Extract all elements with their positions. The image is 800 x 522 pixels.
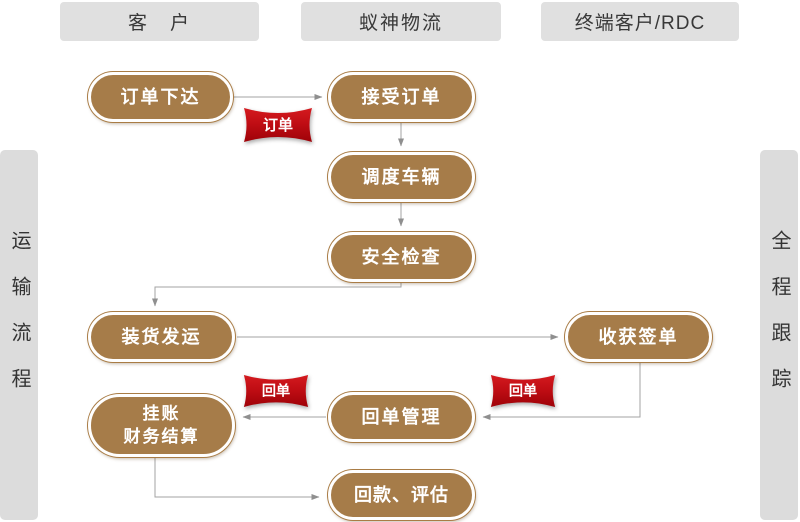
ribbon-shape: 回单 (243, 374, 309, 408)
node-label: 回单管理 (361, 406, 442, 427)
sidebar-label: 全程跟踪 (768, 230, 790, 414)
lane-header-label: 客 户 (127, 13, 191, 34)
sidebar-full-tracking: 全程跟踪 (760, 150, 798, 520)
lane-header-label: 终端客户/RDC (574, 13, 706, 34)
banner-order: 订单 (243, 107, 313, 143)
lane-header-label: 蚁神物流 (358, 13, 443, 34)
sidebar-label: 运输流程 (8, 230, 30, 414)
node-label: 回款、评估 (354, 484, 449, 505)
lane-header-end-customer-rdc: 终端客户/RDC (541, 2, 739, 41)
sidebar-transport-process: 运输流程 (0, 150, 38, 520)
node-label: 安全检查 (361, 246, 442, 267)
lane-header-customer: 客 户 (60, 2, 259, 41)
node-accept-order: 接受订单 (328, 72, 475, 122)
node-label-line2: 财务结算 (123, 426, 200, 446)
node-receipt-signing: 收获签单 (565, 312, 712, 362)
node-label: 收获签单 (598, 326, 679, 347)
node-label: 调度车辆 (361, 166, 442, 187)
ribbon-shape: 订单 (244, 108, 312, 142)
banner-receipt-left: 回单 (242, 374, 312, 410)
node-label: 订单下达 (120, 86, 201, 107)
banner-label: 回单 (262, 383, 290, 400)
banner-label: 订单 (263, 116, 293, 134)
node-receipt-management: 回单管理 (328, 392, 475, 442)
node-payment-evaluation: 回款、评估 (328, 470, 475, 520)
node-loading-shipping: 装货发运 (88, 312, 235, 362)
arrow-settle-to-payment (154, 457, 320, 500)
node-order-placement: 订单下达 (88, 72, 233, 122)
node-label: 装货发运 (121, 326, 202, 347)
node-safety-check: 安全检查 (328, 232, 475, 282)
node-label-line1: 挂账 (142, 403, 181, 423)
node-label: 接受订单 (361, 86, 442, 107)
node-dispatch-vehicles: 调度车辆 (328, 152, 475, 202)
banner-label: 回单 (509, 383, 537, 400)
banner-receipt-right: 回单 (489, 374, 559, 410)
lane-header-logistics: 蚁神物流 (301, 2, 501, 41)
node-financial-settlement: 挂账 财务结算 (88, 394, 235, 457)
arrow-safety-to-load (152, 282, 402, 307)
ribbon-shape: 回单 (490, 374, 556, 408)
